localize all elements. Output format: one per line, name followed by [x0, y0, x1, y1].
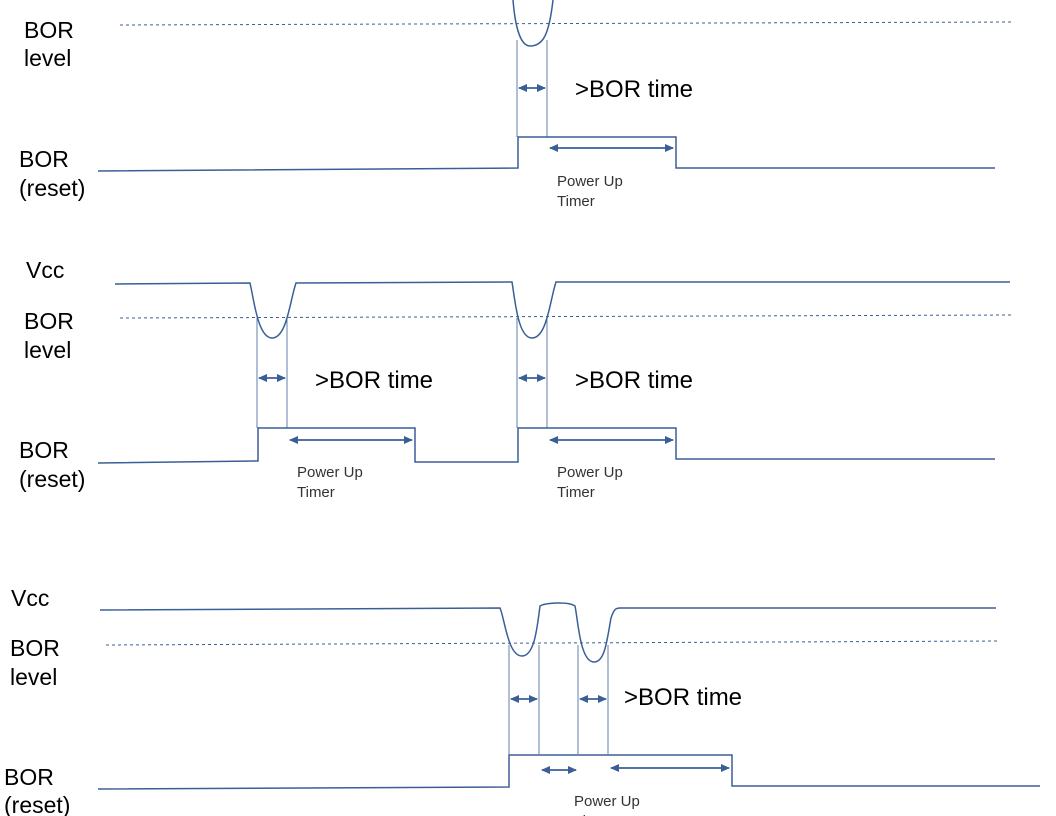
panel-2: Vcc BOR level >BOR time >BOR time BOR (r… — [19, 257, 1014, 501]
bor-reset-signal — [97, 754, 1040, 790]
power-up-timer-label-line1: Power Up — [574, 793, 640, 810]
bor-time-label-2: >BOR time — [575, 367, 693, 394]
bor-reset-label-line2: (reset) — [4, 792, 70, 816]
power-up-timer-label-2-line2: Timer — [557, 484, 595, 501]
bor-level-threshold — [119, 314, 1014, 319]
bor-level-threshold — [119, 21, 1014, 26]
power-up-timer-label-1-line2: Timer — [297, 484, 335, 501]
vcc-dip — [512, 0, 554, 47]
bor-level-label-line1: BOR — [24, 17, 74, 43]
bor-reset-label-line2: (reset) — [19, 175, 85, 201]
bor-time-label: >BOR time — [624, 684, 742, 711]
panel-1: BOR level >BOR time BOR (reset) Power Up… — [19, 0, 1014, 210]
power-up-timer-label-line2: Timer — [574, 813, 612, 816]
power-up-timer-label-2-line1: Power Up — [557, 464, 623, 481]
vcc-label: Vcc — [11, 585, 49, 611]
bor-level-label-line2: level — [10, 664, 57, 690]
power-up-timer-label-line1: Power Up — [557, 173, 623, 190]
vcc-label: Vcc — [26, 257, 64, 283]
bor-reset-label-line1: BOR — [4, 764, 54, 790]
bor-level-label-line2: level — [24, 45, 71, 71]
bor-level-label-line1: BOR — [10, 635, 60, 661]
vcc-signal — [99, 602, 996, 663]
power-up-timer-label-1-line1: Power Up — [297, 464, 363, 481]
bor-reset-label-line2: (reset) — [19, 466, 85, 492]
bor-reset-label-line1: BOR — [19, 146, 69, 172]
bor-reset-signal — [97, 427, 995, 464]
bor-level-threshold — [105, 640, 1001, 646]
bor-level-label-line1: BOR — [24, 308, 74, 334]
bor-level-label-line2: level — [24, 337, 71, 363]
bor-reset-label-line1: BOR — [19, 437, 69, 463]
vcc-signal — [114, 281, 1010, 339]
bor-reset-signal — [97, 136, 995, 172]
bor-time-label-1: >BOR time — [315, 367, 433, 394]
panel-3: Vcc BOR level >BOR time BOR (reset) Powe… — [4, 585, 1040, 816]
power-up-timer-label-line2: Timer — [557, 193, 595, 210]
bor-time-label: >BOR time — [575, 76, 693, 103]
